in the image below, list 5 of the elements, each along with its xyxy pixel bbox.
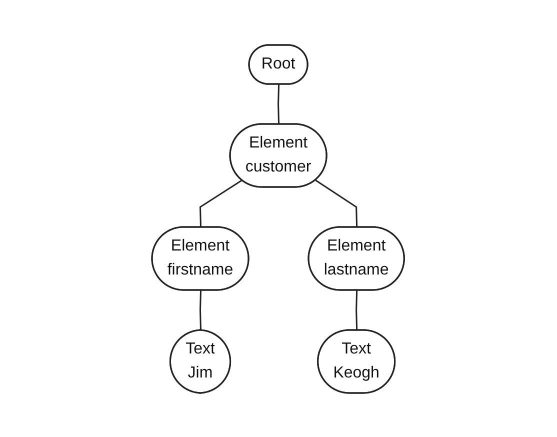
connector — [200, 290, 202, 330]
connector — [316, 179, 358, 228]
connector — [200, 179, 243, 228]
connector — [278, 84, 280, 124]
connector — [356, 290, 358, 330]
